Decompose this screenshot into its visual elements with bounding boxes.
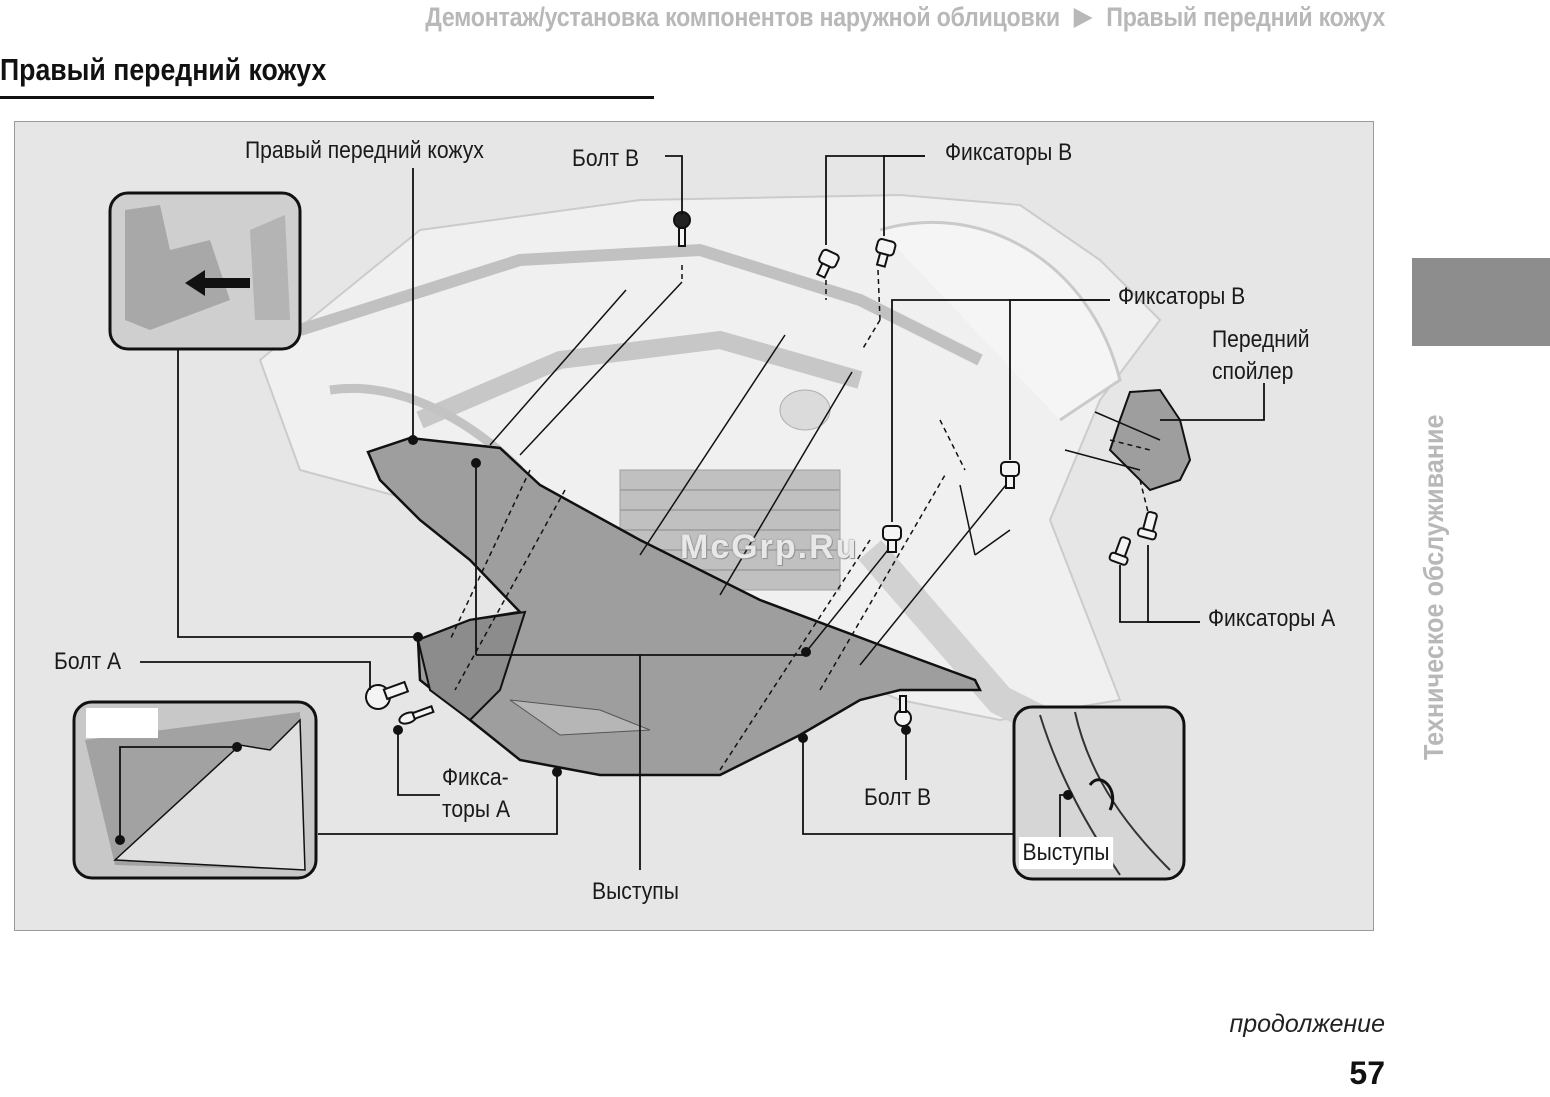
continue-note: продолжение (1229, 1010, 1385, 1039)
label-bolt-b-bottom: Болт B (864, 782, 931, 814)
inset-top-left (110, 193, 300, 349)
watermark: McGrp.Ru (680, 528, 858, 567)
label-tabs-inset: Выступы (1019, 837, 1113, 869)
side-section-label: Техническое обслуживание (1418, 400, 1450, 760)
label-clips-a-left: Фикса-торы A (442, 762, 521, 827)
label-front-spoiler: Передний спойлер (1212, 324, 1326, 389)
page-number: 57 (1349, 1055, 1385, 1092)
side-tab-marker (1412, 258, 1550, 346)
label-bolt-b-top: Болт B (572, 143, 639, 175)
label-clips-b-top: Фиксаторы B (945, 137, 1072, 169)
inset-bottom-left (74, 702, 316, 878)
label-tabs-bottom: Выступы (592, 876, 679, 908)
label-clips-a-right: Фиксаторы A (1208, 603, 1335, 635)
label-clips-b-mid: Фиксаторы B (1118, 281, 1245, 313)
label-right-front-cowl: Правый передний кожух (245, 135, 484, 167)
front-spoiler-shape (1110, 390, 1190, 490)
label-bolt-a: Болт A (54, 646, 121, 678)
